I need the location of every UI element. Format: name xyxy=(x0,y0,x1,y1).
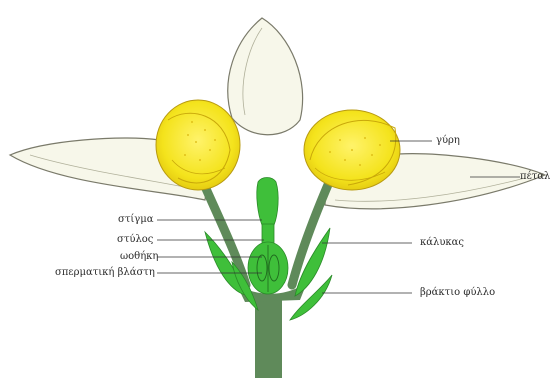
label-anther: γύρη xyxy=(436,135,460,147)
anther-left xyxy=(156,100,240,190)
label-style: στύλος xyxy=(117,234,153,246)
petals xyxy=(10,18,545,209)
label-ovary: ωοθήκη xyxy=(120,251,158,263)
ovule-right xyxy=(269,255,279,281)
label-sepal: κάλυκας xyxy=(420,237,464,249)
label-bract: βράκτιο φύλλο xyxy=(420,287,495,299)
petal-top xyxy=(228,18,303,135)
stem xyxy=(255,300,282,378)
ovule-left xyxy=(257,255,267,281)
label-petal: πέταλ xyxy=(520,171,550,183)
stigma-shape xyxy=(257,178,278,226)
label-ovule: σπερματική βλάστη xyxy=(55,267,155,279)
label-stigma: στίγμα xyxy=(118,214,154,226)
